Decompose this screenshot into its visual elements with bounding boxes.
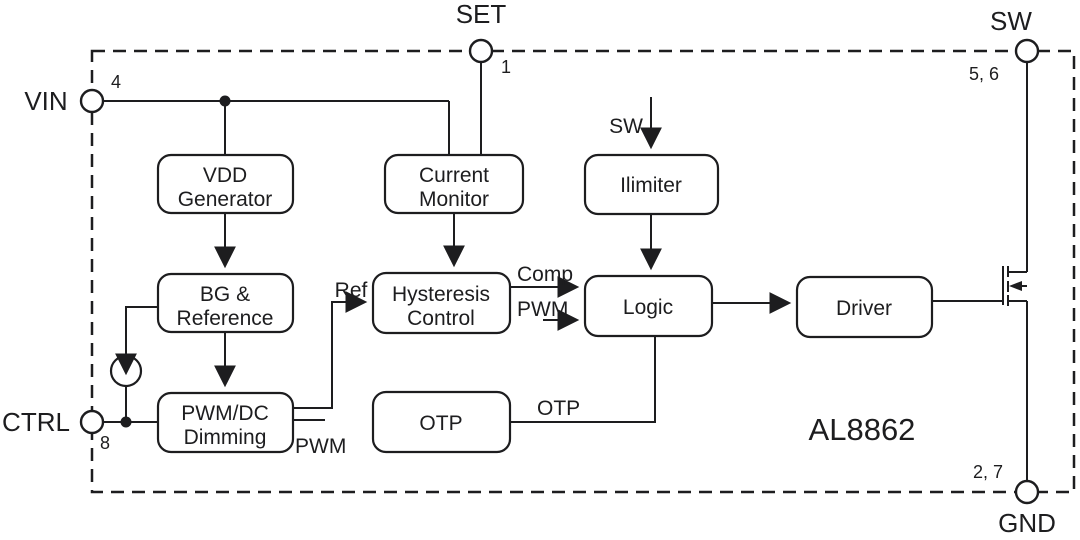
gnd-pin-label: GND — [998, 508, 1056, 535]
block-vdd-generator: VDD Generator — [156, 153, 295, 215]
sw-pin-number: 5, 6 — [969, 64, 999, 84]
hysteresis-control-label-2: Control — [407, 307, 475, 330]
vin-pin-label: VIN — [24, 86, 67, 116]
block-pwm-dc-dimming: PWM/DC Dimming — [156, 391, 295, 454]
junction-ctrl — [120, 416, 132, 428]
pwm-dc-dimming-label-2: Dimming — [184, 426, 267, 449]
signal-label-ref: Ref — [335, 279, 368, 302]
wire-vin-rail — [103, 100, 450, 155]
block-hysteresis-control: Hysteresis Control — [371, 271, 512, 335]
mosfet-body-arrow — [1009, 281, 1022, 291]
set-pin-number: 1 — [501, 57, 511, 77]
signal-label-sw: SW — [609, 115, 643, 138]
gnd-pin-circle — [1014, 479, 1040, 505]
block-logic: Logic — [583, 274, 714, 338]
current-monitor-box — [383, 153, 525, 215]
vin-pin-circle — [79, 88, 105, 114]
vdd-generator-label-2: Generator — [178, 188, 273, 211]
block-ilimiter: Ilimiter — [583, 153, 720, 216]
part-number: AL8862 — [809, 412, 916, 447]
pwm-dc-dimming-label-1: PWM/DC — [181, 402, 269, 425]
sw-pin-circle — [1014, 38, 1040, 64]
block-otp: OTP — [371, 390, 512, 454]
block-driver: Driver — [795, 275, 934, 339]
sw-pin-label: SW — [990, 6, 1032, 36]
bg-reference-label-1: BG & — [200, 283, 250, 306]
junction-vin — [219, 95, 231, 107]
signal-label-pwm-logic: PWM — [517, 298, 568, 321]
vin-pin-number: 4 — [111, 72, 121, 92]
vdd-generator-label-1: VDD — [203, 164, 247, 187]
current-monitor-label-1: Current — [419, 164, 489, 187]
gnd-pin-number: 2, 7 — [973, 462, 1003, 482]
hysteresis-control-label-1: Hysteresis — [392, 283, 490, 306]
ctrl-pin-number: 8 — [100, 433, 110, 453]
ctrl-pin-circle — [79, 409, 105, 435]
pwm-dc-dimming-box — [156, 391, 295, 454]
logic-label: Logic — [623, 296, 673, 319]
pin-ctrl: CTRL 8 — [2, 407, 110, 453]
pin-vin: VIN 4 — [24, 72, 121, 116]
otp-label: OTP — [419, 412, 462, 435]
hysteresis-control-box — [371, 271, 512, 335]
block-current-monitor: Current Monitor — [383, 153, 525, 215]
wire-ref-to-hysteresis — [293, 291, 368, 409]
ctrl-pin-label: CTRL — [2, 407, 70, 437]
set-pin-label: SET — [456, 0, 507, 29]
current-source-symbol — [109, 353, 143, 388]
vdd-generator-box — [156, 153, 295, 215]
pin-gnd: GND 2, 7 — [973, 462, 1056, 538]
signal-label-otp: OTP — [537, 397, 580, 420]
nmos-power-switch — [1002, 266, 1027, 306]
driver-label: Driver — [836, 297, 892, 320]
set-pin-circle — [468, 38, 494, 64]
logic-box — [583, 274, 714, 338]
signal-label-comp: Comp — [517, 263, 573, 286]
ilimiter-label: Ilimiter — [620, 174, 682, 197]
pin-sw: SW 5, 6 — [969, 6, 1040, 84]
block-bg-reference: BG & Reference — [156, 272, 295, 334]
wire-otp-to-logic — [510, 336, 656, 423]
ilimiter-box — [583, 153, 720, 216]
pin-set: SET 1 — [456, 0, 511, 77]
driver-box — [795, 275, 934, 339]
otp-box — [371, 390, 512, 454]
chip-boundary — [90, 49, 1076, 494]
signal-label-pwm-dimming: PWM — [295, 435, 346, 458]
bg-reference-box — [156, 272, 295, 334]
bg-reference-label-2: Reference — [177, 307, 274, 330]
current-monitor-label-2: Monitor — [419, 188, 489, 211]
